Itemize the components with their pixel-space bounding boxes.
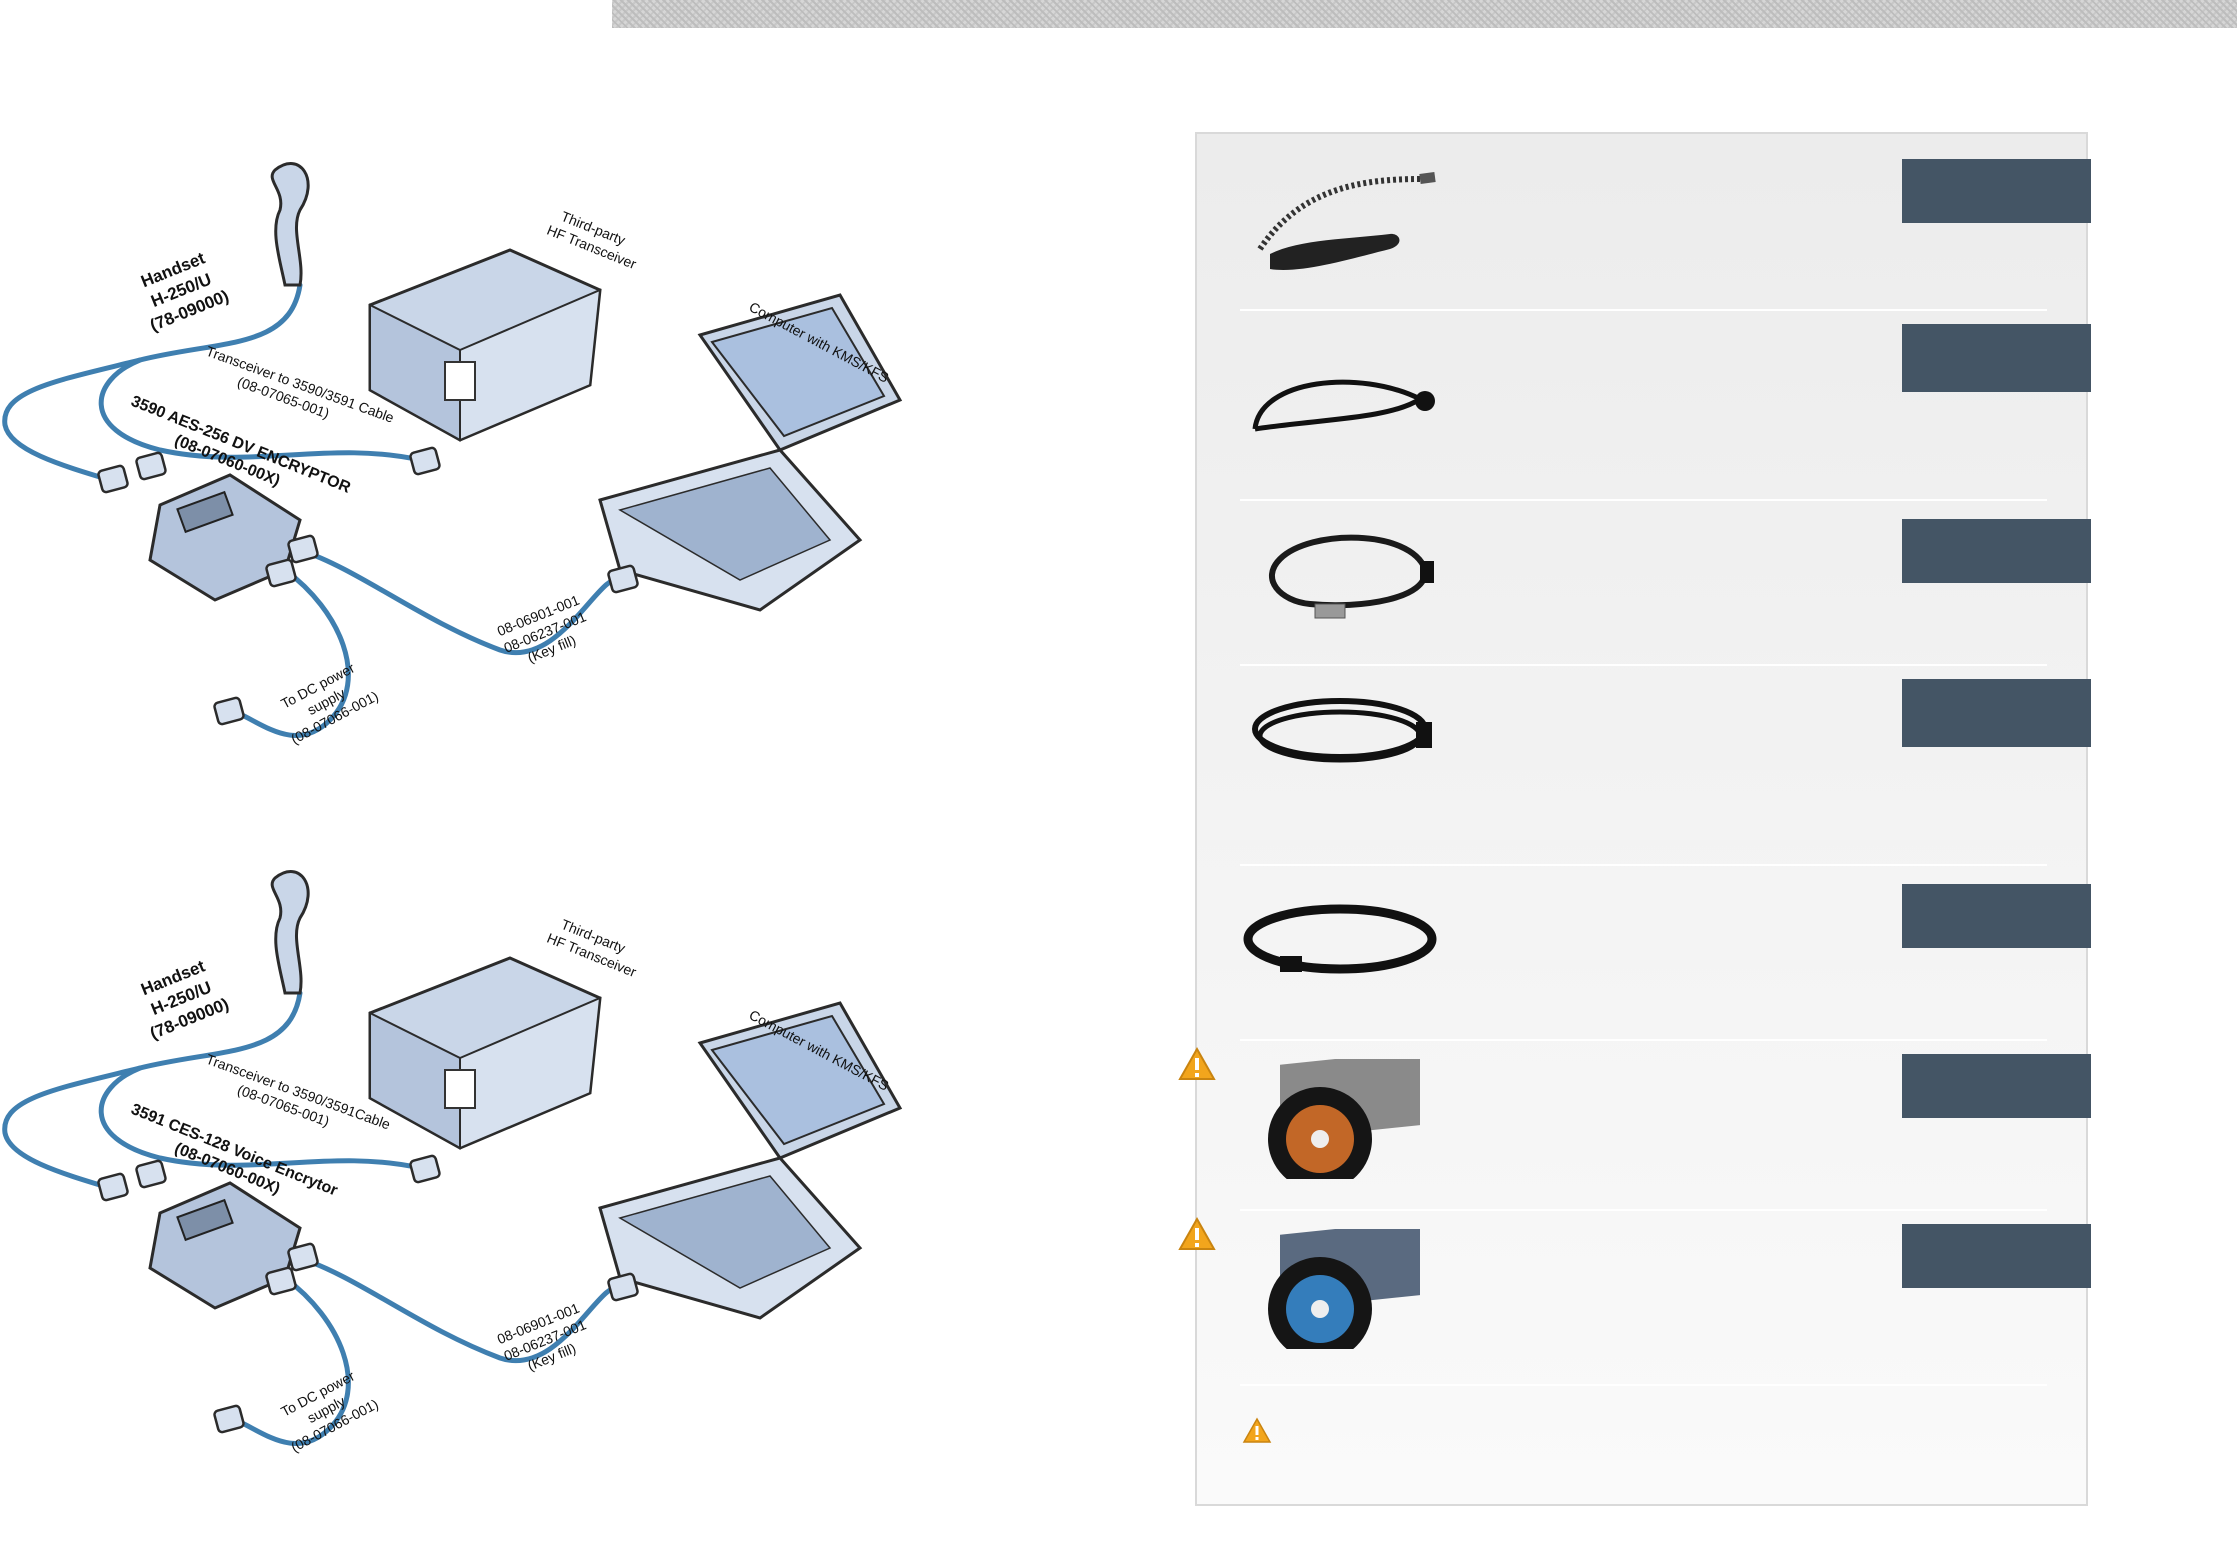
handset-icon (270, 162, 310, 287)
part-number-tag (1902, 884, 2091, 948)
handset-icon (270, 870, 310, 995)
straight-cable-icon (1252, 379, 1435, 432)
laptop-icon (598, 293, 903, 612)
cd-blue-icon (1268, 1229, 1420, 1349)
connection-diagram-3591: HandsetH-250/U(78-09000) Third-partyHF T… (2, 870, 903, 1455)
warning-icon (1242, 1417, 1272, 1443)
svg-text:HandsetH-250/U(78-09000): HandsetH-250/U(78-09000) (131, 954, 232, 1044)
laptop-icon (598, 1001, 903, 1320)
accessory-row-loop-cable (1240, 864, 2091, 1041)
accessory-row-db-cable (1240, 499, 2091, 666)
svg-text:Transceiver to 3590/3591Cable(: Transceiver to 3590/3591Cable(08-07065-0… (198, 1051, 393, 1150)
warning-icon (1178, 1216, 1216, 1250)
connection-diagram-3590: HandsetH-250/U(78-09000) Third-partyHF T… (2, 162, 903, 747)
svg-text:Transceiver to 3590/3591 Cable: Transceiver to 3590/3591 Cable(08-07065-… (198, 343, 397, 443)
accessories-panel (1195, 132, 2091, 1506)
part-number-tag (1902, 519, 2091, 583)
cable-connectors (97, 1154, 639, 1434)
accessory-row-software-1 (1240, 1039, 2091, 1211)
accessory-row-software-2 (1240, 1209, 2091, 1386)
svg-text:HandsetH-250/U(78-09000): HandsetH-250/U(78-09000) (131, 246, 232, 336)
accessory-row-handset (1240, 149, 2091, 311)
cable-label-line1: Transceiver to 3590/3591 Cable (204, 343, 396, 426)
svg-text:Third-partyHF Transceiver: Third-partyHF Transceiver (545, 205, 646, 272)
db-cable-icon (1269, 534, 1434, 619)
transceiver-icon (368, 956, 602, 1150)
cd-orange-icon (1268, 1059, 1420, 1179)
accessory-row-straight-cable (1240, 309, 2091, 501)
svg-text:Third-partyHF Transceiver: Third-partyHF Transceiver (545, 913, 646, 980)
transceiver-icon (368, 248, 602, 442)
coiled-cable-icon (1252, 698, 1432, 763)
part-number-tag (1902, 679, 2091, 747)
svg-text:To DC powersupply(08-07066-001: To DC powersupply(08-07066-001) (271, 1364, 381, 1455)
warning-icon (1178, 1046, 1216, 1080)
loop-cable-icon (1243, 904, 1437, 974)
cable-connectors (97, 446, 639, 726)
coiled-handset-icon (1257, 172, 1436, 270)
part-number-tag (1902, 1054, 2091, 1118)
part-number-tag (1902, 159, 2091, 223)
encryptor-device-icon (148, 1181, 302, 1310)
part-number-tag (1902, 324, 2091, 392)
svg-text:To DC powersupply(08-07066-001: To DC powersupply(08-07066-001) (271, 656, 381, 747)
header-pattern-bar (612, 0, 2237, 28)
accessory-row-coiled-cable (1240, 664, 2091, 866)
svg-text:08-06901-00108-06237-001(Key f: 08-06901-00108-06237-001(Key fill) (495, 592, 596, 673)
part-number-tag (1902, 1224, 2091, 1288)
cable-label-line1: Transceiver to 3590/3591Cable (204, 1051, 393, 1133)
svg-text:08-06901-00108-06237-001(Key f: 08-06901-00108-06237-001(Key fill) (495, 1300, 596, 1381)
